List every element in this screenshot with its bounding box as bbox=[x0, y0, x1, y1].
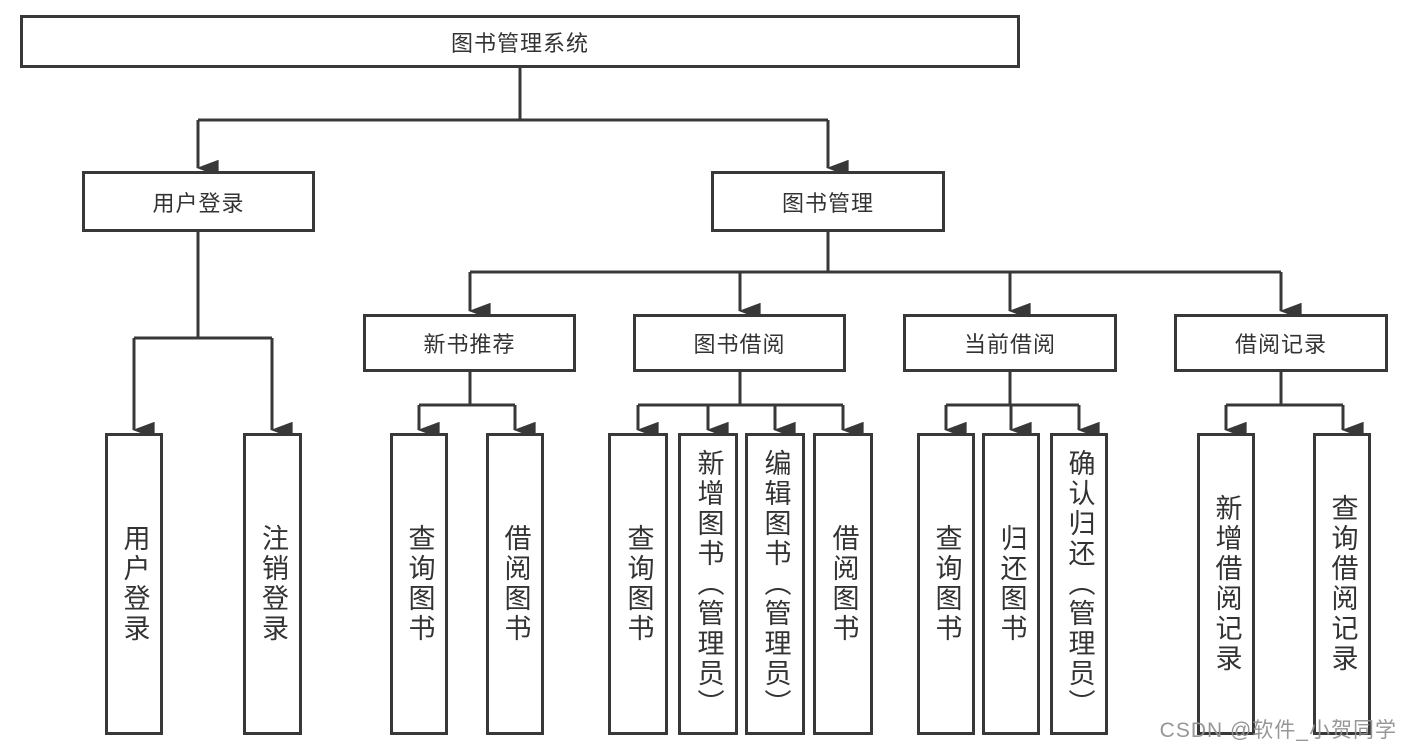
leaf-confirm-return-admin: 确认归还（管理员） bbox=[1050, 433, 1108, 735]
leaf-query-books-current: 查询图书 bbox=[917, 433, 975, 735]
leaf-return-books-label: 归还图书 bbox=[996, 524, 1027, 644]
leaf-confirm-return-admin-label: 确认归还（管理员） bbox=[1064, 449, 1095, 719]
leaf-add-borrow-record-label: 新增借阅记录 bbox=[1211, 494, 1242, 674]
node-book-management: 图书管理 bbox=[711, 171, 945, 232]
leaf-borrow-books-borrow: 借阅图书 bbox=[813, 433, 873, 735]
leaf-logout-login-label: 注销登录 bbox=[258, 524, 288, 644]
node-user-login: 用户登录 bbox=[82, 171, 315, 232]
node-new-book-recommend-label: 新书推荐 bbox=[423, 332, 516, 357]
leaf-query-borrow-record: 查询借阅记录 bbox=[1313, 433, 1371, 735]
node-root: 图书管理系统 bbox=[20, 15, 1020, 68]
leaf-query-books-recommend: 查询图书 bbox=[390, 433, 448, 735]
leaf-query-books-recommend-label: 查询图书 bbox=[404, 524, 435, 644]
node-borrow-records: 借阅记录 bbox=[1174, 314, 1388, 372]
node-book-borrow-label: 图书借阅 bbox=[693, 332, 786, 357]
node-borrow-records-label: 借阅记录 bbox=[1234, 332, 1327, 357]
leaf-borrow-books-recommend-label: 借阅图书 bbox=[500, 524, 531, 644]
leaf-query-books-borrow: 查询图书 bbox=[608, 433, 668, 735]
leaf-add-borrow-record: 新增借阅记录 bbox=[1197, 433, 1255, 735]
watermark: CSDN @软件_小贺同学 bbox=[1159, 719, 1397, 742]
leaf-add-books-admin-label: 新增图书（管理员） bbox=[693, 449, 724, 719]
connector-skeleton bbox=[134, 68, 1343, 407]
leaf-borrow-books-borrow-label: 借阅图书 bbox=[828, 524, 859, 644]
leaf-borrow-books-recommend: 借阅图书 bbox=[486, 433, 544, 735]
node-book-borrow: 图书借阅 bbox=[633, 314, 846, 372]
node-book-management-label: 图书管理 bbox=[781, 190, 874, 216]
leaf-edit-books-admin: 编辑图书（管理员） bbox=[745, 433, 805, 735]
leaf-return-books: 归还图书 bbox=[982, 433, 1040, 735]
leaf-query-borrow-record-label: 查询借阅记录 bbox=[1327, 494, 1358, 674]
leaf-query-books-current-label: 查询图书 bbox=[931, 524, 962, 644]
leaf-logout-login: 注销登录 bbox=[243, 433, 302, 735]
leaf-user-login: 用户登录 bbox=[105, 433, 163, 735]
leaf-add-books-admin: 新增图书（管理员） bbox=[678, 433, 738, 735]
leaf-query-books-borrow-label: 查询图书 bbox=[623, 524, 654, 644]
node-new-book-recommend: 新书推荐 bbox=[363, 314, 576, 372]
leaf-user-login-label: 用户登录 bbox=[119, 524, 150, 644]
node-current-borrow-label: 当前借阅 bbox=[963, 332, 1056, 357]
node-current-borrow: 当前借阅 bbox=[903, 314, 1117, 372]
node-user-login-label: 用户登录 bbox=[152, 190, 245, 216]
leaf-edit-books-admin-label: 编辑图书（管理员） bbox=[760, 449, 791, 719]
node-root-label: 图书管理系统 bbox=[450, 30, 589, 56]
